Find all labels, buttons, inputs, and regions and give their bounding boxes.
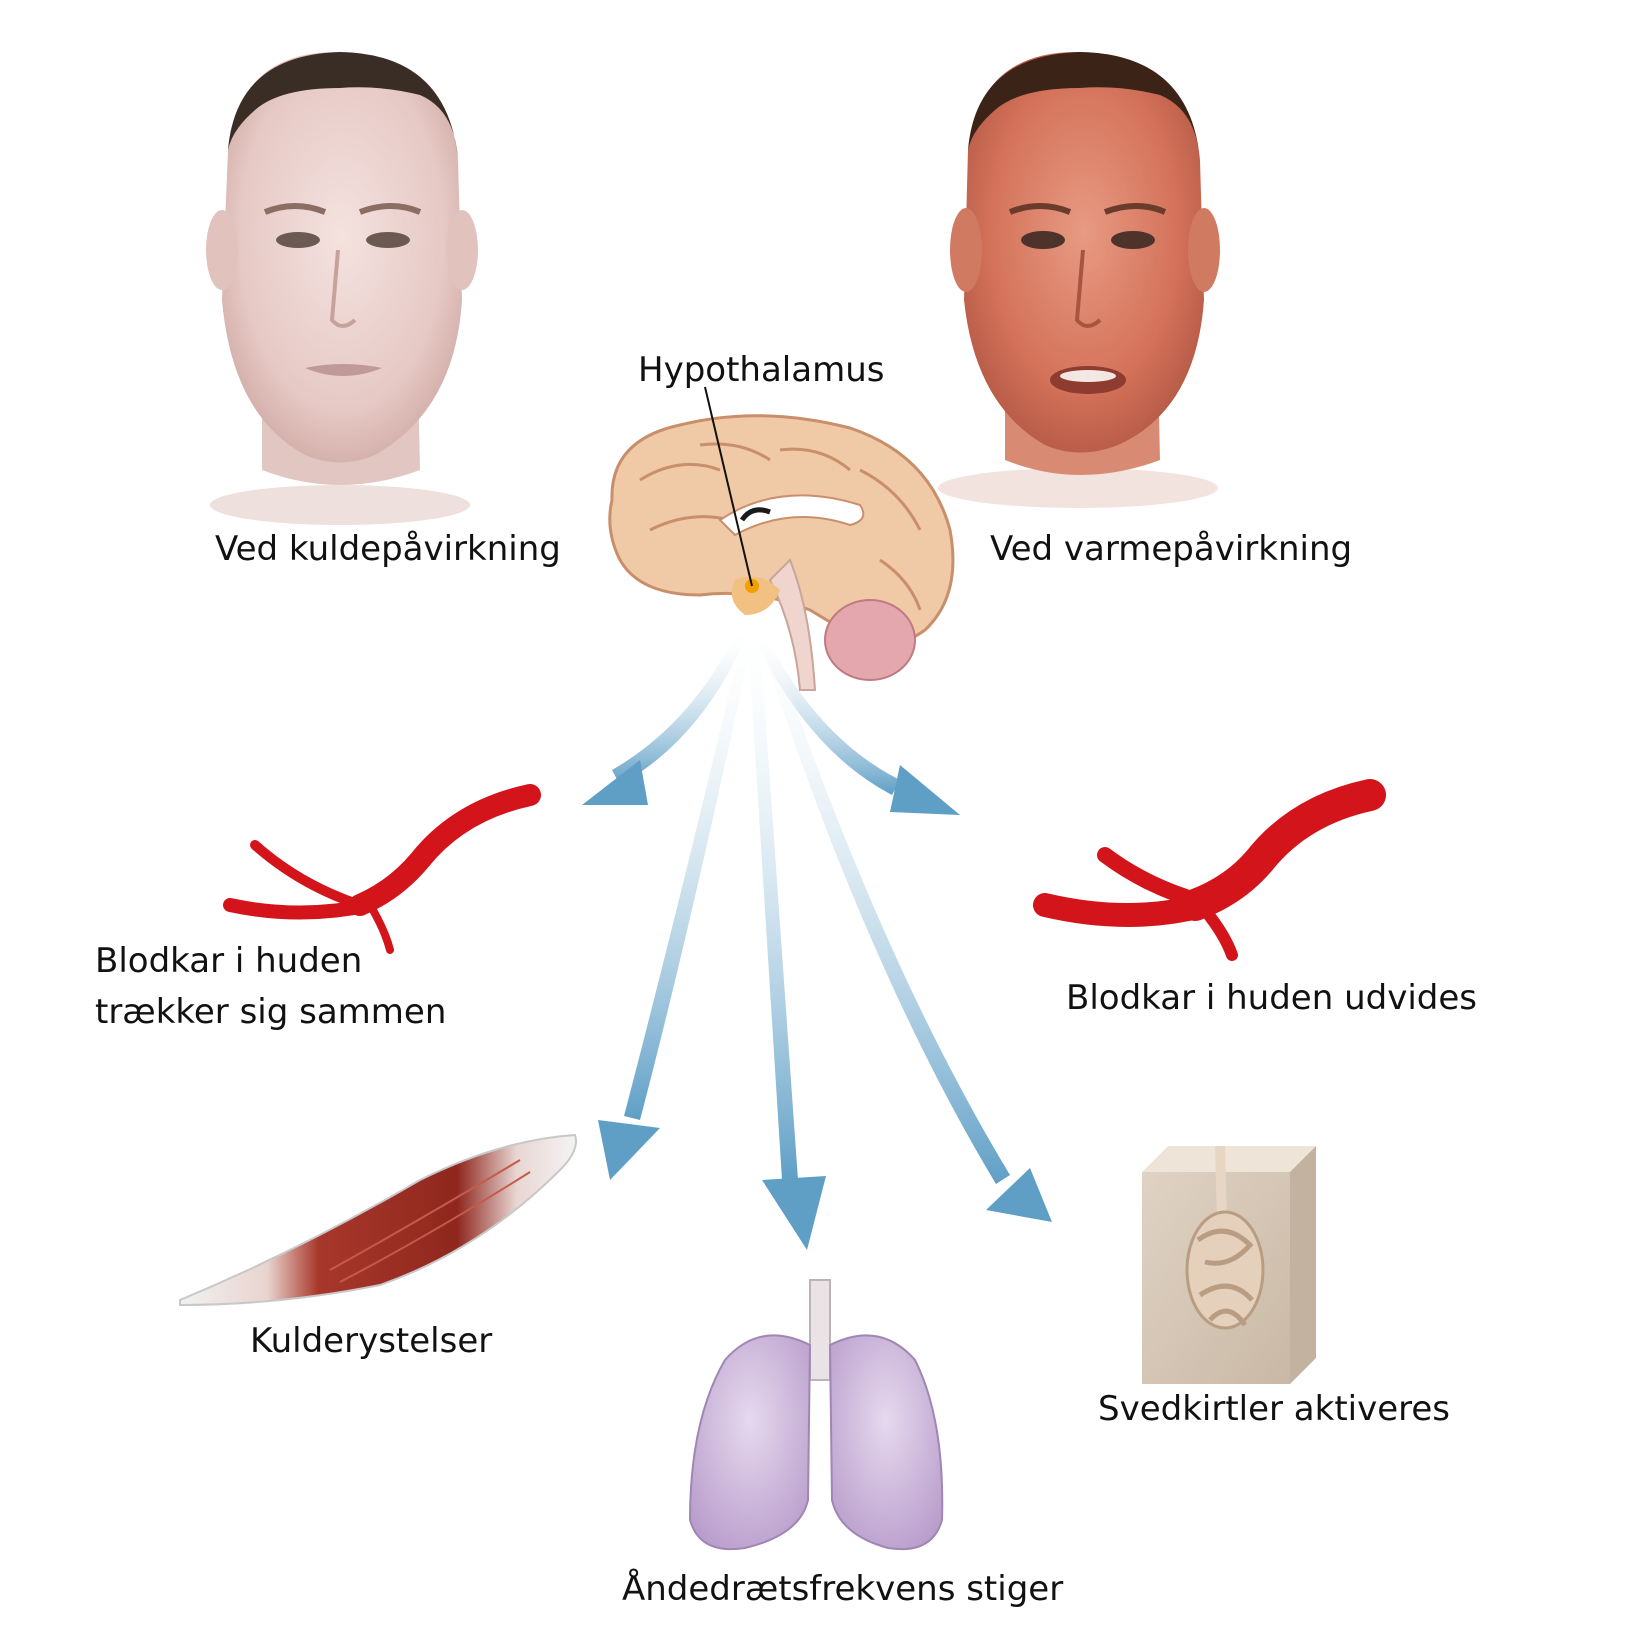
label-breath: Åndedrætsfrekvens stiger [622, 1568, 1063, 1609]
arrow-to-muscle [598, 640, 752, 1180]
blood-vessel-wide-icon [1033, 779, 1386, 961]
face-warm-flushed-icon [938, 51, 1220, 508]
label-hypothalamus: Hypothalamus [638, 350, 884, 390]
arrow-to-vessel-constricted [582, 635, 745, 805]
arrow-to-lungs [748, 640, 826, 1250]
label-warm: Ved varmepåvirkning [990, 529, 1352, 569]
arrow-to-sweat-gland [760, 640, 1052, 1222]
label-vessel-constrict-line2: trækker sig sammen [95, 992, 446, 1032]
lungs-icon [688, 1279, 944, 1551]
label-vessel-constrict-line1: Blodkar i huden [95, 941, 362, 981]
arrows [582, 635, 1052, 1250]
label-shiver: Kulderystelser [250, 1321, 492, 1361]
face-cold-pale-icon [206, 51, 478, 525]
hypothalamus-pointer [704, 386, 753, 587]
label-cold: Ved kuldepåvirkning [215, 529, 561, 569]
label-sweat: Svedkirtler aktiveres [1098, 1389, 1450, 1429]
muscle-icon [179, 1133, 577, 1307]
sweat-gland-icon [1142, 1145, 1316, 1384]
brain-sagittal-icon [608, 414, 955, 691]
label-vessel-dilate: Blodkar i huden udvides [1066, 978, 1477, 1018]
blood-vessel-narrow-icon [223, 784, 541, 954]
